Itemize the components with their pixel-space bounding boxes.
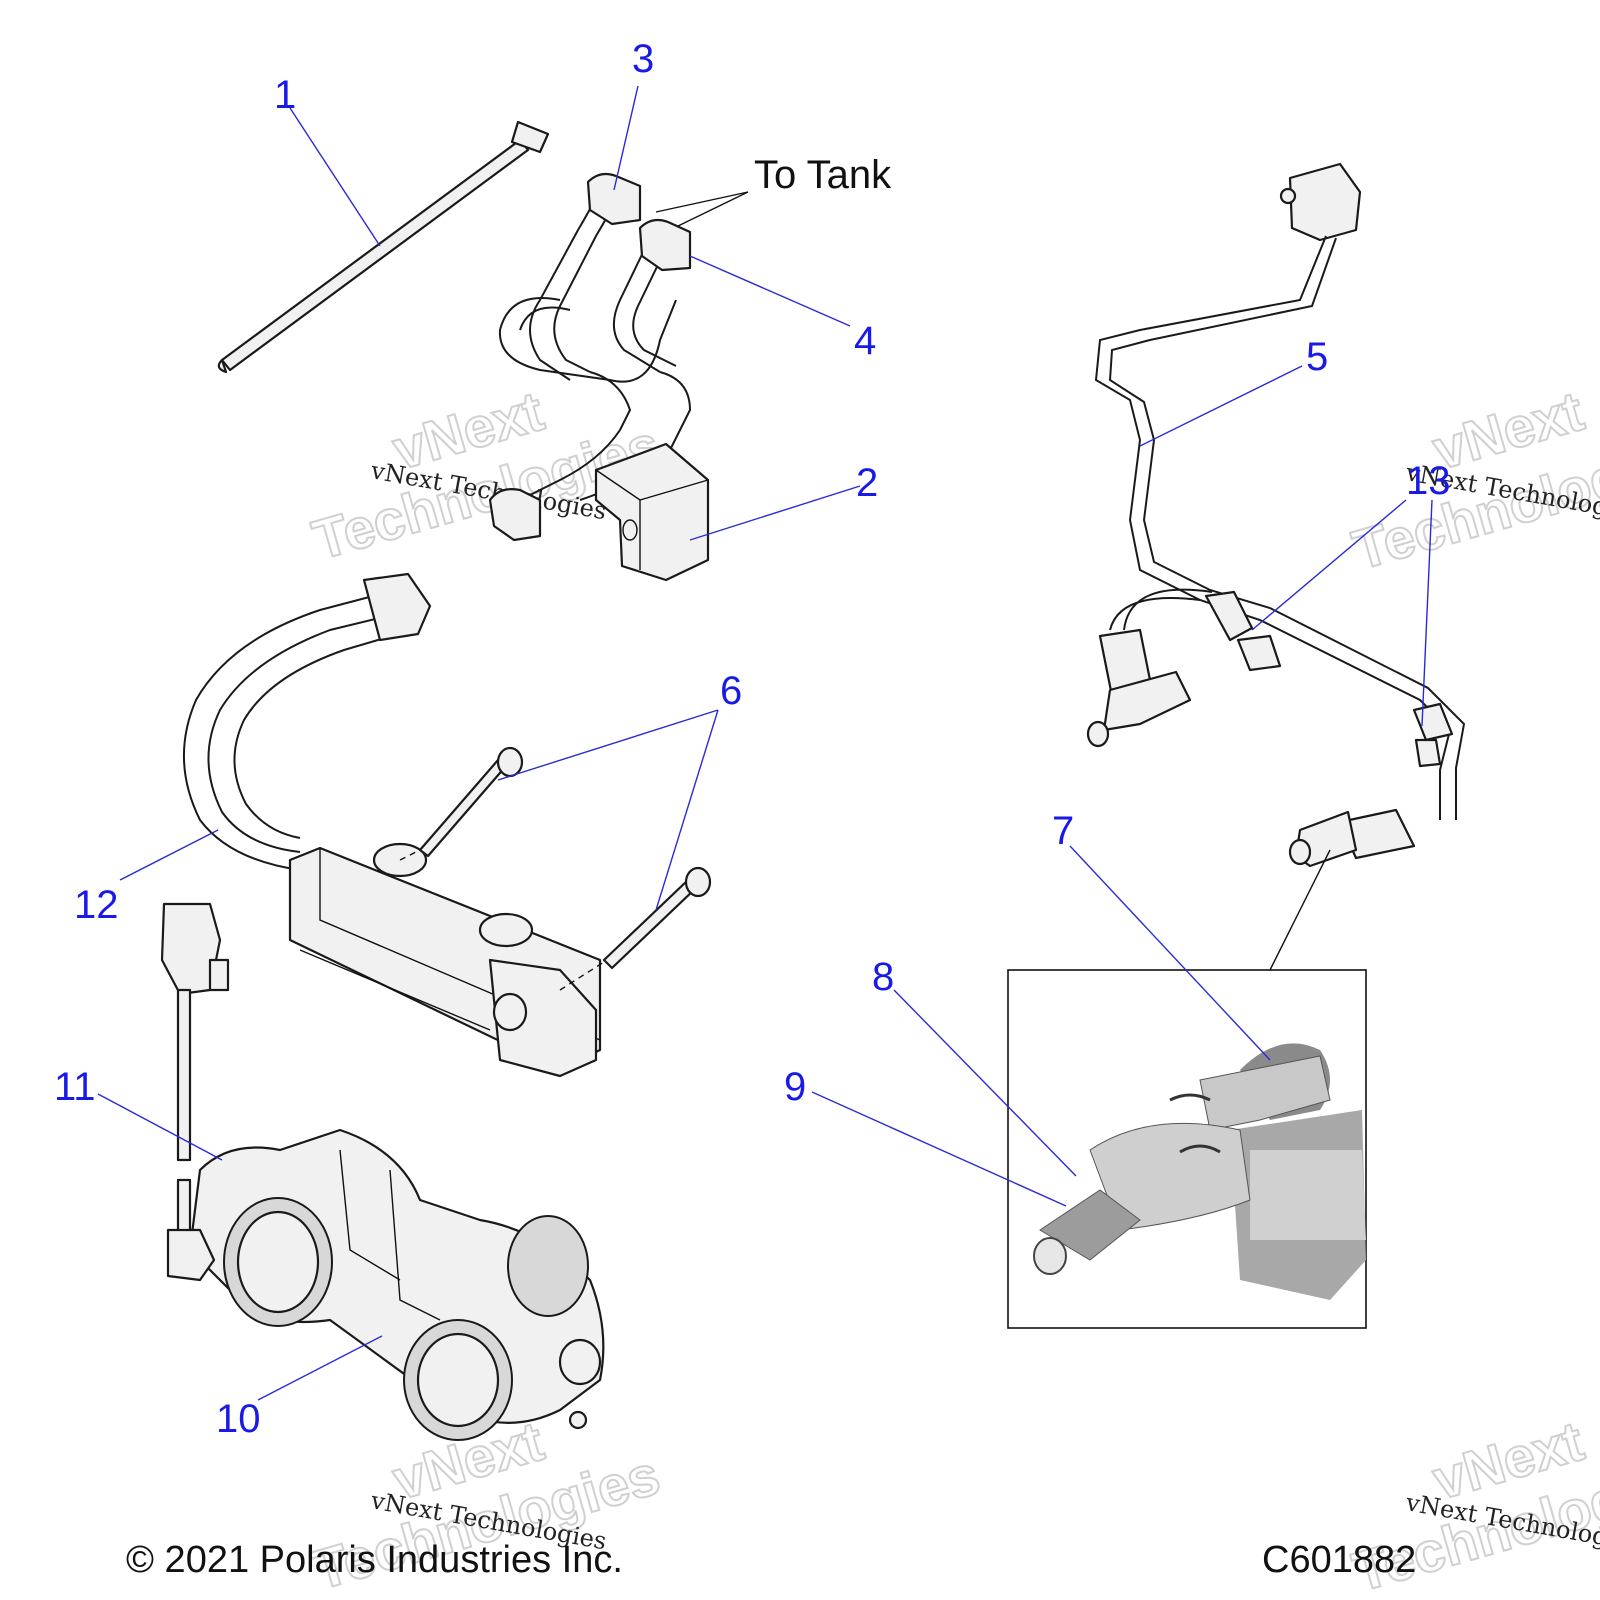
leader-lines: [97, 85, 1433, 1401]
callout-13: 13: [1406, 459, 1451, 503]
callout-4: 4: [854, 319, 876, 363]
callout-9: 9: [784, 1065, 806, 1109]
fuel-hose-assembly-part: [488, 172, 692, 542]
callout-2: 2: [856, 461, 878, 505]
hose-bracket-part: [594, 442, 710, 582]
throttle-body-part: [166, 1128, 605, 1441]
fuel-rail-part: [183, 572, 602, 1078]
callout-1: 1: [274, 73, 296, 117]
watermark-top-right: vNext Technologies vNext Technologies: [1345, 378, 1600, 583]
injector-detail-inset: [1007, 849, 1367, 1329]
bolt-part-upper: [399, 746, 524, 861]
callout-7: 7: [1052, 809, 1074, 853]
cable-tie-part: [217, 120, 550, 374]
to-tank-note: To Tank: [754, 153, 892, 197]
callout-12: 12: [74, 883, 119, 927]
copyright-text: © 2021 Polaris Industries Inc.: [126, 1539, 623, 1581]
callout-10: 10: [216, 1397, 261, 1441]
callout-8: 8: [872, 955, 894, 999]
fuel-injector-part-right: [1288, 808, 1416, 868]
sensor-part: [160, 902, 230, 1242]
callout-6: 6: [720, 669, 742, 713]
bolt-part-lower: [559, 866, 712, 991]
fuel-injector-part-left: [1086, 628, 1192, 748]
callout-11: 11: [54, 1065, 96, 1109]
callout-5: 5: [1306, 335, 1328, 379]
callout-3: 3: [632, 37, 654, 81]
figure-id: C601882: [1262, 1539, 1416, 1581]
injector-harness-part: [1094, 162, 1466, 820]
